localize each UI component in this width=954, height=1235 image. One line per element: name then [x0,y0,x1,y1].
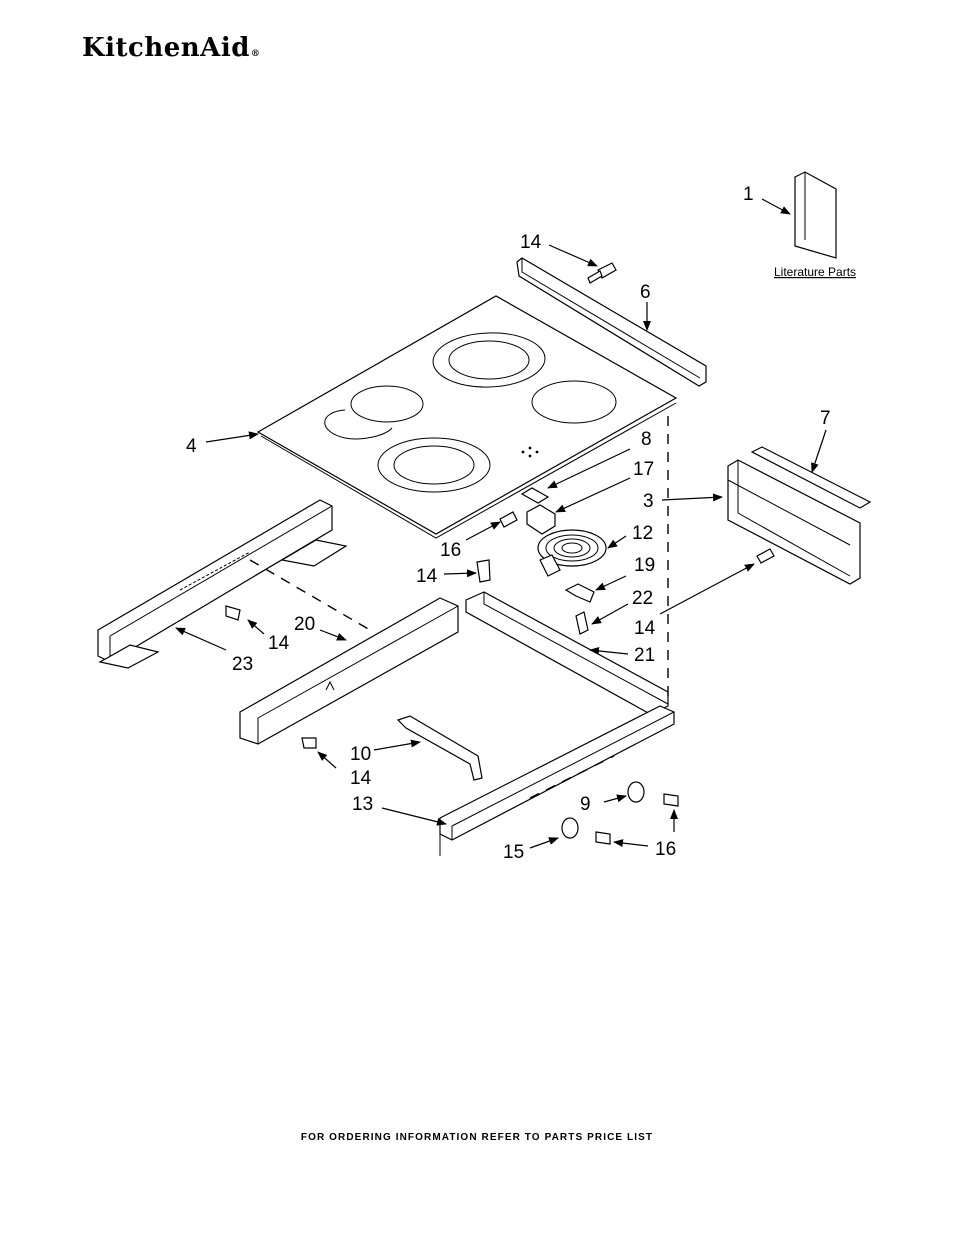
callout-3: 3 [643,491,654,512]
footer-note: FOR ORDERING INFORMATION REFER TO PARTS … [300,1132,654,1143]
screw-bottom-left [595,831,611,845]
bottom-rail [439,705,675,856]
callout-12: 12 [632,523,653,544]
cooktop-glass [256,295,678,539]
switch-bracket [520,487,556,535]
callout-16-bottom: 16 [655,839,676,860]
callout-14-top: 14 [520,232,542,253]
brand-logo: KitchenAid® [82,33,260,63]
screw-rail [301,737,317,749]
screw-right [756,548,775,564]
callout-8: 8 [641,429,652,450]
callout-4: 4 [186,436,197,457]
callout-10: 10 [350,744,371,765]
literature-parts-label: Literature Parts [774,265,856,279]
heating-element [537,529,607,577]
callout-13: 13 [352,794,373,815]
screw-left [499,511,518,528]
screw-top [587,262,617,284]
callout-9: 9 [580,794,591,815]
screw-element [575,611,589,635]
callout-14-right: 14 [634,618,656,639]
callout-6: 6 [640,282,651,303]
callout-20: 20 [294,614,315,635]
callout-7: 7 [820,408,831,429]
callout-22: 22 [632,588,653,609]
gasket-strip [750,446,872,509]
callout-1: 1 [743,184,754,205]
callout-19: 19 [634,555,655,576]
callout-16-left: 16 [440,540,461,561]
knob-cap-right [627,781,645,803]
screw-bottom-right [663,793,679,807]
callout-21: 21 [634,645,655,666]
screw-left-panel [225,605,241,621]
left-side-panel [97,499,348,669]
callout-14-mid: 14 [416,566,438,587]
front-support-bar [465,591,669,715]
callout-14-bottom: 14 [350,768,372,789]
literature-booklet [794,171,837,259]
center-rail [239,597,459,745]
screw-mid [476,559,491,583]
handle-bracket [396,715,483,781]
callout-15: 15 [503,842,524,863]
registered-mark: ® [250,49,261,59]
guide-line-bottom [529,755,615,799]
right-side-bracket [727,459,861,585]
callout-14-left: 14 [268,633,290,654]
callout-17: 17 [633,459,654,480]
brand-name: KitchenAid [82,33,250,63]
rear-trim-bar [516,257,707,387]
guide-line-left [249,559,371,631]
element-clip [564,583,595,603]
callout-23: 23 [232,654,253,675]
knob-cap-left [561,817,579,839]
